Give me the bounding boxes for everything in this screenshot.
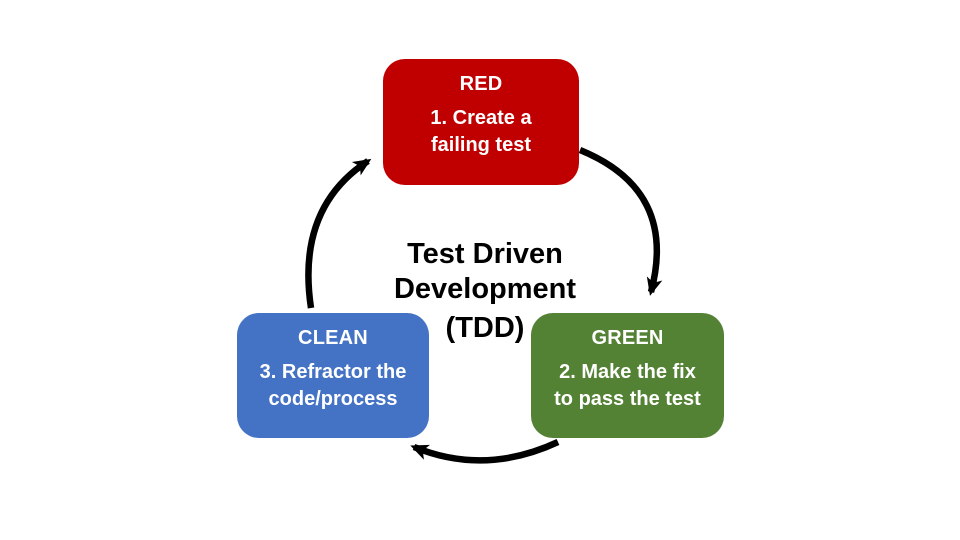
- node-clean-desc-line-2: code/process: [268, 388, 398, 410]
- node-clean-desc-line-1: 3. Refractor the: [259, 361, 407, 383]
- node-green-desc-line-2: to pass the test: [554, 388, 701, 410]
- node-green-description: 2. Make the fix to pass the test: [531, 359, 724, 413]
- node-clean-title: CLEAN: [298, 327, 368, 349]
- diagram-title-line-2: Development: [393, 273, 577, 305]
- node-green-desc-line-1: 2. Make the fix: [559, 361, 696, 383]
- diagram-title-line-1: Test Driven: [407, 238, 563, 270]
- node-clean-description: 3. Refractor the code/process: [237, 359, 429, 413]
- node-red: RED 1. Create a failing test: [383, 59, 579, 185]
- arrow-green-to-clean-icon: [410, 439, 560, 464]
- node-green: GREEN 2. Make the fix to pass the test: [531, 313, 724, 438]
- node-clean: CLEAN 3. Refractor the code/process: [237, 313, 429, 438]
- node-red-title: RED: [459, 73, 503, 95]
- node-red-desc-line-2: failing test: [430, 134, 531, 156]
- diagram-title: Test Driven Development (TDD): [325, 237, 645, 346]
- node-green-title: GREEN: [591, 327, 664, 349]
- diagram-title-line-3: (TDD): [445, 312, 525, 344]
- node-red-desc-line-1: 1. Create a: [430, 107, 532, 129]
- node-red-description: 1. Create a failing test: [383, 105, 579, 159]
